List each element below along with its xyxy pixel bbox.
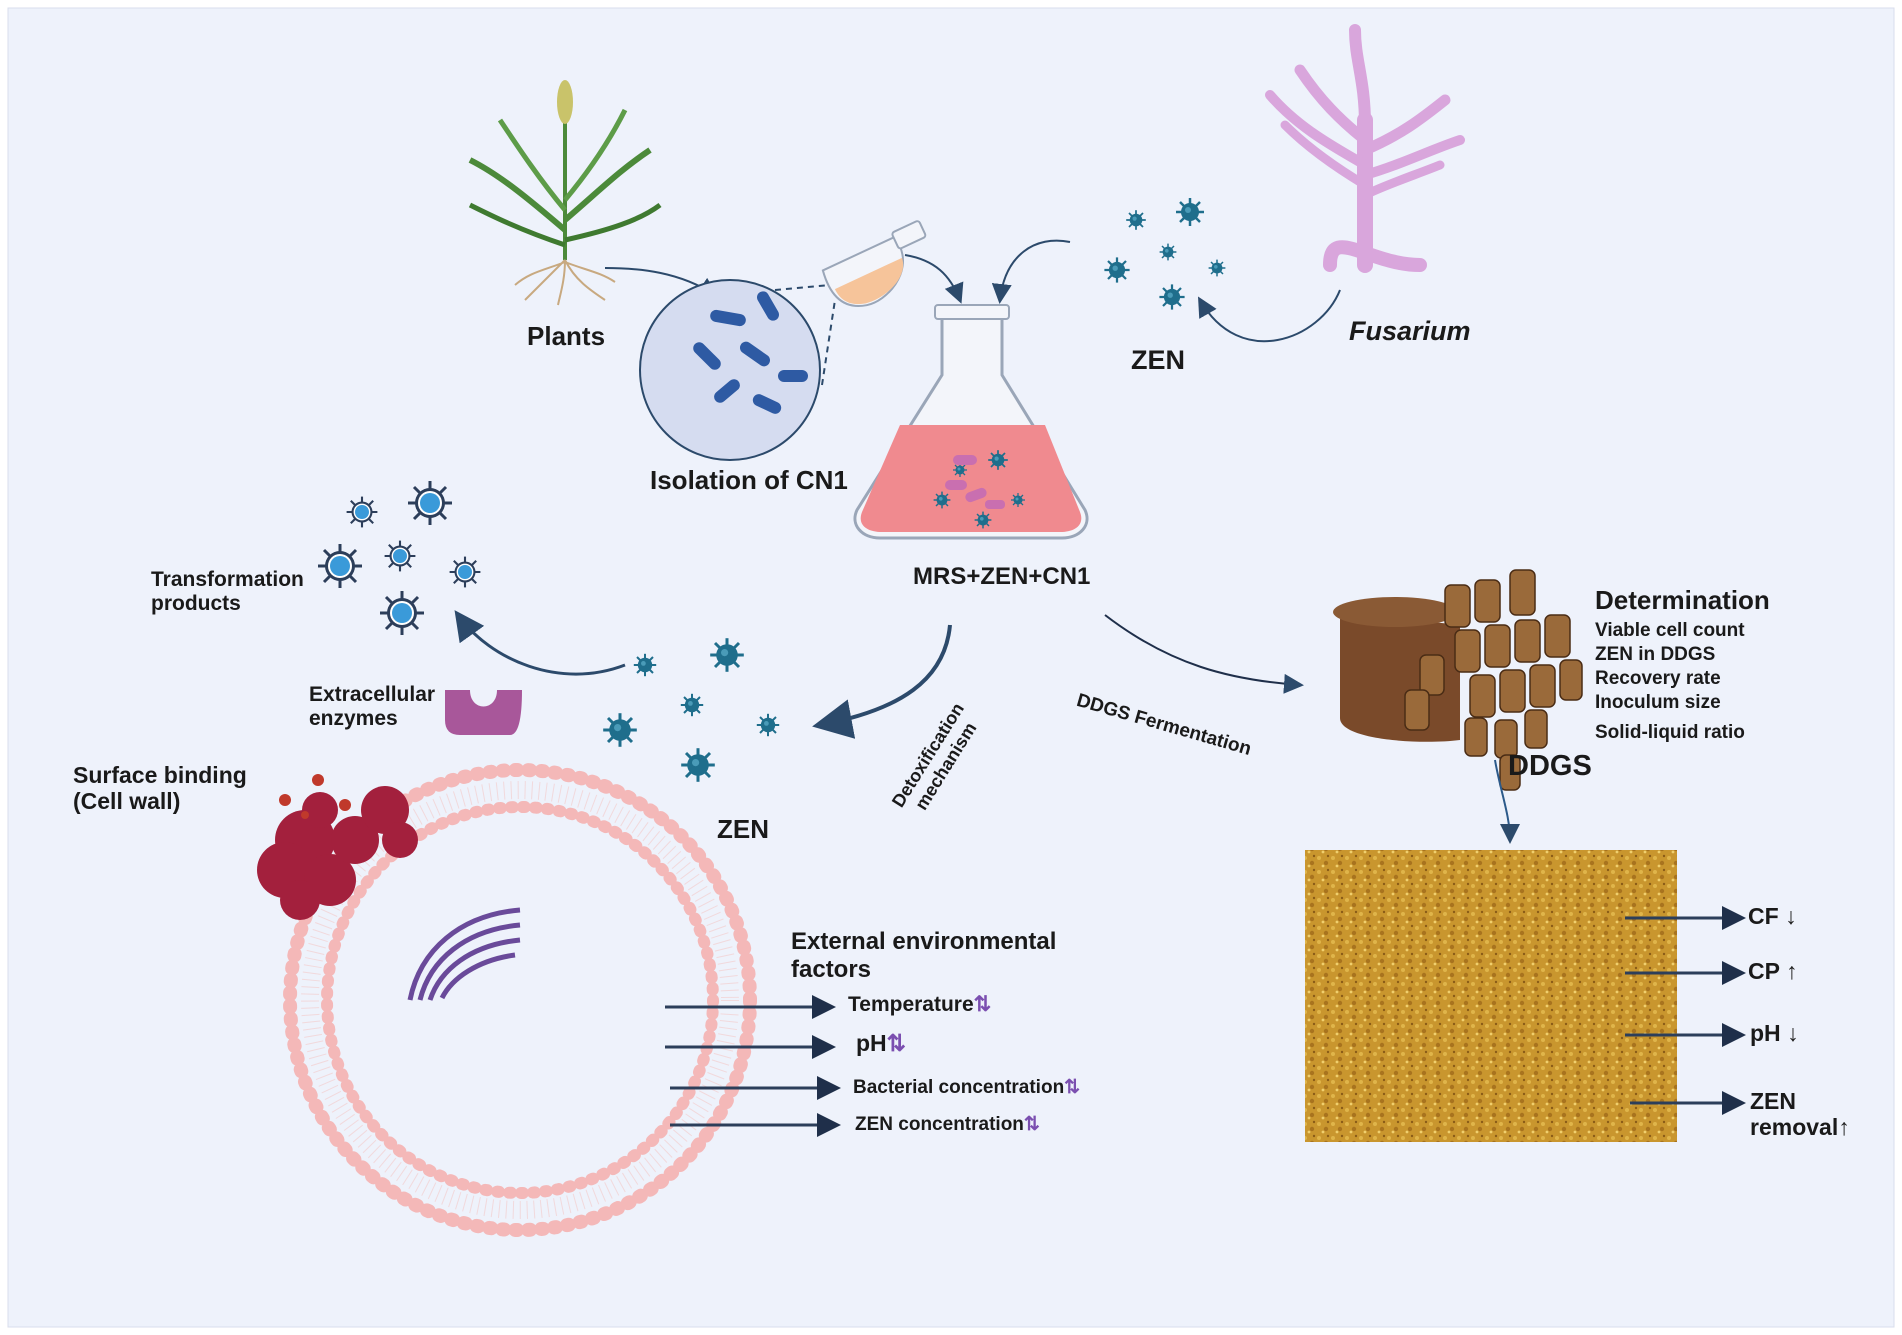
ddgs-sample-image — [1305, 850, 1677, 1142]
up-arrow-icon: ↑ — [1838, 1114, 1850, 1141]
bound-zen-particles — [279, 774, 351, 819]
outcome-ph: pH ↓ — [1750, 1020, 1799, 1046]
transformation-label: Transformation products — [151, 568, 304, 616]
ddgs-pellets-icon — [1333, 569, 1583, 791]
plants-label: Plants — [527, 321, 606, 351]
arrow-detoxification — [812, 624, 952, 739]
env-factor-temperature: Temperature⇅ — [848, 993, 992, 1016]
determination-item: Viable cell count — [1595, 620, 1745, 641]
cell-membrane-icon — [283, 763, 757, 1237]
isolation-label: Isolation of CN1 — [650, 465, 848, 495]
down-arrow-icon: ↓ — [1787, 1020, 1799, 1046]
fusarium-fungus-icon — [1265, 24, 1465, 273]
determination-title: Determination — [1595, 585, 1770, 615]
fluctuation-arrow: ⇅ — [973, 993, 992, 1016]
arrow-fusarium-to-zen — [1198, 289, 1341, 343]
zen-mid-label: ZEN — [717, 814, 769, 844]
determination-item: Solid-liquid ratio — [1595, 722, 1745, 743]
arrow-ddgs-fermentation — [1104, 614, 1304, 694]
fluctuation-arrow: ⇅ — [1064, 1077, 1081, 1098]
arrow-zen-to-products — [454, 610, 626, 676]
down-arrow-icon: ↓ — [1785, 903, 1797, 929]
external-factors-label: External environmental factors — [791, 928, 1057, 983]
determination-item: Recovery rate — [1595, 668, 1721, 689]
outcome-arrows — [1625, 906, 1746, 1115]
golgi-organelle-icon — [407, 907, 521, 1001]
fluctuation-arrow: ⇅ — [886, 1030, 906, 1056]
outcome-zen-removal: ZEN removal↑ — [1750, 1088, 1850, 1141]
up-arrow-icon: ↑ — [1785, 958, 1798, 984]
dashed-connector — [774, 284, 831, 291]
zen-top-label: ZEN — [1131, 345, 1185, 375]
erlenmeyer-flask-icon — [853, 304, 1089, 540]
env-factor-arrows — [665, 995, 841, 1137]
flask-label: MRS+ZEN+CN1 — [913, 563, 1091, 590]
env-factor-bacterial: Bacterial concentration⇅ — [853, 1077, 1081, 1098]
plant-icon — [468, 80, 662, 306]
cell-wall-protein-icon — [257, 786, 418, 920]
bacteria-isolation-icon — [639, 279, 821, 461]
determination-item: Inoculum size — [1595, 692, 1721, 713]
fusarium-label: Fusarium — [1349, 316, 1471, 346]
env-factor-ph: pH⇅ — [856, 1030, 906, 1056]
arrow-flask-pour — [904, 254, 964, 304]
outcome-cf: CF ↓ — [1748, 903, 1797, 929]
outcome-cp: CP ↑ — [1748, 958, 1798, 984]
ddgs-label: DDGS — [1508, 750, 1592, 782]
arrow-zen-to-flask — [991, 239, 1071, 304]
surface-binding-label: Surface binding (Cell wall) — [73, 762, 247, 815]
determination-item: ZEN in DDGS — [1595, 644, 1716, 665]
pouring-flask-icon — [821, 220, 927, 307]
arrow-ddgs-to-sample — [1494, 759, 1520, 844]
env-factor-zen: ZEN concentration⇅ — [855, 1114, 1040, 1135]
fluctuation-arrow: ⇅ — [1023, 1114, 1040, 1135]
extracellular-label: Extracellular enzymes — [309, 683, 436, 731]
dashed-connector-2 — [821, 299, 836, 386]
enzyme-icon — [445, 690, 522, 735]
